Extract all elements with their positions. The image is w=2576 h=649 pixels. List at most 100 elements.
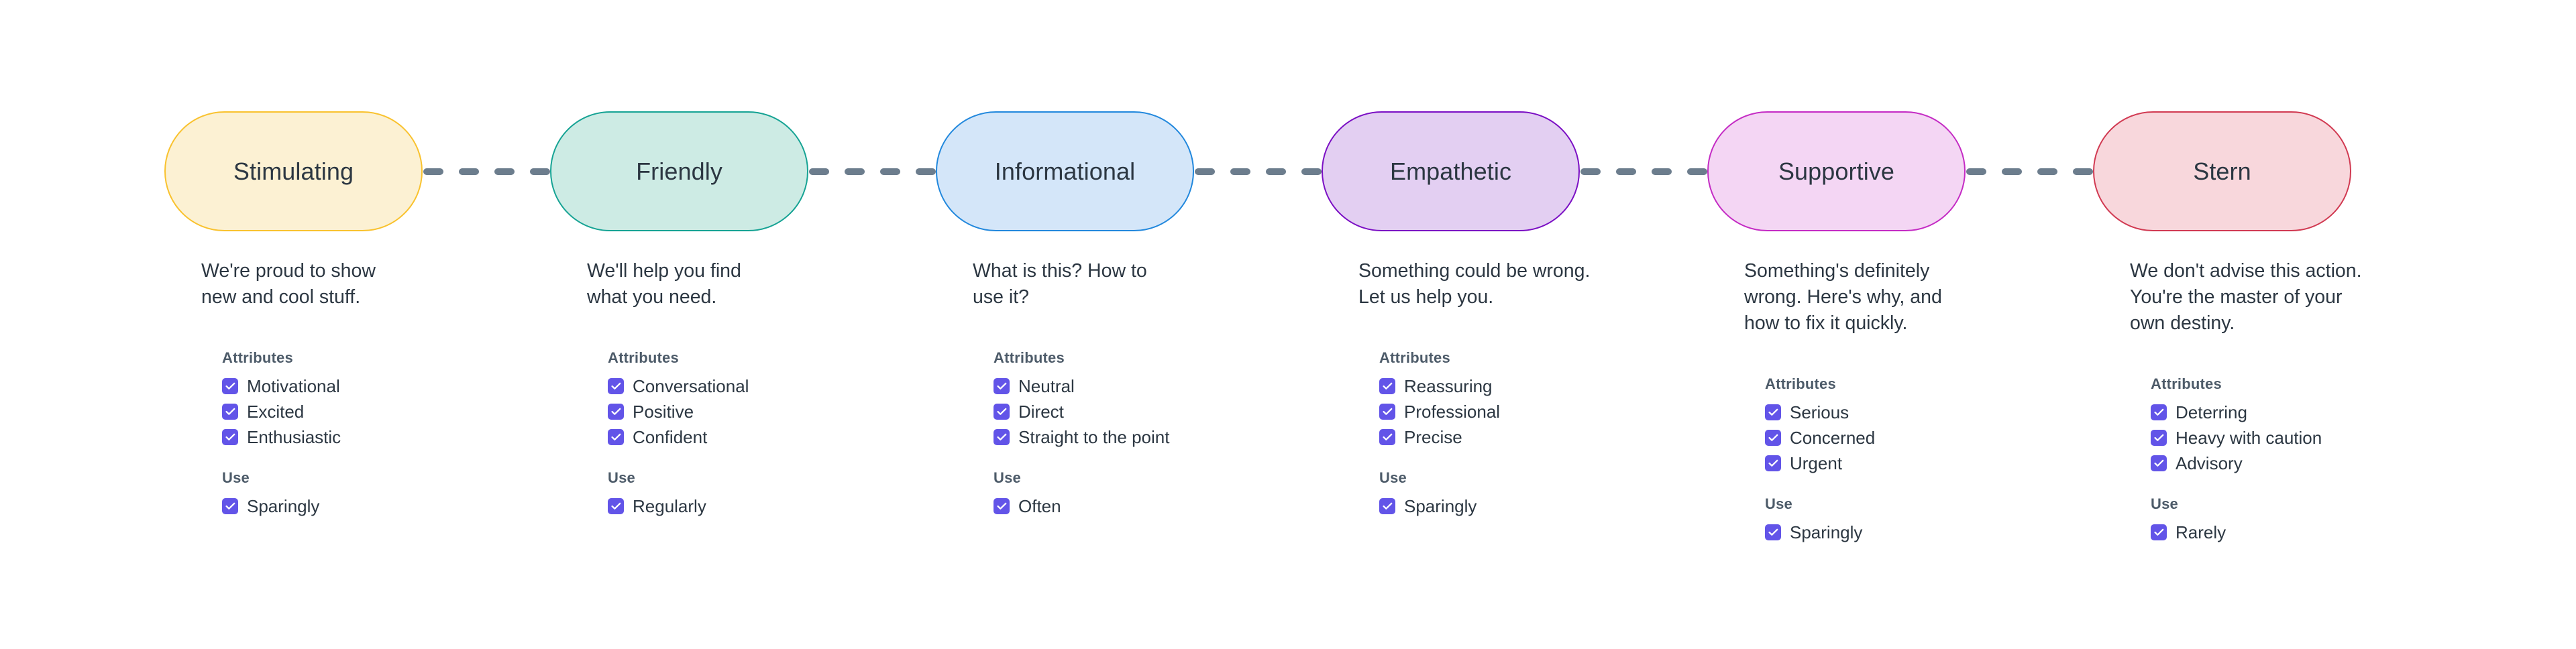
checkbox-row[interactable]: Precise	[1379, 426, 1707, 448]
tone-connector	[808, 168, 936, 175]
attributes-group-title: Attributes	[994, 349, 1065, 366]
checkbox-row[interactable]: Reassuring	[1379, 375, 1707, 397]
checkbox-row[interactable]: Regularly	[608, 495, 936, 517]
checkbox-checked-icon[interactable]	[1765, 455, 1781, 471]
checkbox-checked-icon[interactable]	[2151, 455, 2167, 471]
checkbox-row[interactable]: Direct	[994, 400, 1322, 422]
checkbox-checked-icon[interactable]	[994, 377, 1010, 394]
connector-dash	[1265, 168, 1286, 175]
checkbox-checked-icon[interactable]	[608, 497, 624, 514]
checkbox-label: Concerned	[1790, 427, 1876, 448]
connector-dash	[494, 168, 515, 175]
checkbox-checked-icon[interactable]	[1379, 403, 1395, 420]
checkbox-checked-icon[interactable]	[608, 377, 624, 394]
checkbox-checked-icon[interactable]	[1765, 429, 1781, 446]
checkbox-label: Rarely	[2176, 522, 2226, 542]
tone-pill[interactable]: Stern	[2093, 111, 2351, 231]
checkbox-checked-icon[interactable]	[1765, 524, 1781, 540]
checkbox-row[interactable]: Professional	[1379, 400, 1707, 422]
tone-description-line: We'll help you find	[587, 260, 741, 282]
checkbox-checked-icon[interactable]	[1379, 377, 1395, 394]
tone-pill-label: Stern	[2193, 157, 2251, 185]
checkbox-row[interactable]: Excited	[222, 400, 550, 422]
checkbox-row[interactable]: Heavy with caution	[2151, 426, 2479, 449]
tone-pill-label: Supportive	[1778, 157, 1895, 185]
connector-dash	[1230, 168, 1250, 175]
checkbox-row[interactable]: Urgent	[1765, 452, 2093, 474]
tone-pill-label: Stimulating	[233, 157, 354, 185]
checkbox-row[interactable]: Deterring	[2151, 401, 2479, 423]
tone-pill-label: Empathetic	[1389, 157, 1512, 185]
checkbox-row[interactable]: Enthusiastic	[222, 426, 550, 448]
checkbox-checked-icon[interactable]	[1379, 497, 1395, 514]
checkbox-checked-icon[interactable]	[994, 428, 1010, 445]
connector-dash	[1194, 168, 1215, 175]
checkbox-row[interactable]: Sparingly	[1765, 521, 2093, 543]
checkbox-checked-icon[interactable]	[222, 497, 238, 514]
checkbox-label: Advisory	[2176, 453, 2243, 473]
checkbox-checked-icon[interactable]	[222, 428, 238, 445]
checkbox-row[interactable]: Motivational	[222, 375, 550, 397]
checkbox-checked-icon[interactable]	[1379, 428, 1395, 445]
checkbox-label: Sparingly	[1790, 522, 1863, 542]
connector-dash	[458, 168, 479, 175]
checkbox-checked-icon[interactable]	[2151, 404, 2167, 420]
tone-pill[interactable]: Friendly	[550, 111, 808, 231]
checkbox-row[interactable]: Often	[994, 495, 1322, 517]
checkbox-row[interactable]: Concerned	[1765, 426, 2093, 449]
checkbox-checked-icon[interactable]	[2151, 429, 2167, 446]
checkbox-row[interactable]: Straight to the point	[994, 426, 1322, 448]
tone-pill[interactable]: Empathetic	[1322, 111, 1580, 231]
checkbox-row[interactable]: Confident	[608, 426, 936, 448]
connector-dash	[808, 168, 829, 175]
checkbox-checked-icon[interactable]	[222, 377, 238, 394]
connector-dash	[2072, 168, 2093, 175]
checkbox-label: Confident	[633, 426, 708, 447]
checkbox-row[interactable]: Sparingly	[222, 495, 550, 517]
checkbox-label: Motivational	[247, 375, 340, 396]
connector-dash	[2001, 168, 2022, 175]
tone-description-line: own destiny.	[2130, 312, 2235, 334]
checkbox-checked-icon[interactable]	[2151, 524, 2167, 540]
checkbox-checked-icon[interactable]	[1765, 404, 1781, 420]
use-group-title: Use	[2151, 495, 2178, 512]
checkbox-checked-icon[interactable]	[994, 403, 1010, 420]
checkbox-checked-icon[interactable]	[608, 403, 624, 420]
checkbox-row[interactable]: Advisory	[2151, 452, 2479, 474]
tone-pill-label: Friendly	[636, 157, 722, 185]
attributes-group-title: Attributes	[608, 349, 679, 366]
checkbox-checked-icon[interactable]	[222, 403, 238, 420]
tone-pill-label: Informational	[994, 157, 1136, 185]
connector-dash	[879, 168, 900, 175]
checkbox-checked-icon[interactable]	[994, 497, 1010, 514]
checkbox-row[interactable]: Conversational	[608, 375, 936, 397]
connector-dash	[529, 168, 550, 175]
tone-description-line: wrong. Here's why, and	[1744, 286, 1942, 308]
tone-pill[interactable]: Informational	[936, 111, 1194, 231]
checkbox-label: Reassuring	[1404, 375, 1493, 396]
checkbox-row[interactable]: Serious	[1765, 401, 2093, 423]
checkbox-row[interactable]: Rarely	[2151, 521, 2479, 543]
checkbox-row[interactable]: Sparingly	[1379, 495, 1707, 517]
tone-pill[interactable]: Supportive	[1707, 111, 1966, 231]
tone-pill[interactable]: Stimulating	[164, 111, 423, 231]
checkbox-row[interactable]: Neutral	[994, 375, 1322, 397]
checkbox-row[interactable]: Positive	[608, 400, 936, 422]
checkbox-checked-icon[interactable]	[608, 428, 624, 445]
checkbox-label: Deterring	[2176, 402, 2247, 422]
